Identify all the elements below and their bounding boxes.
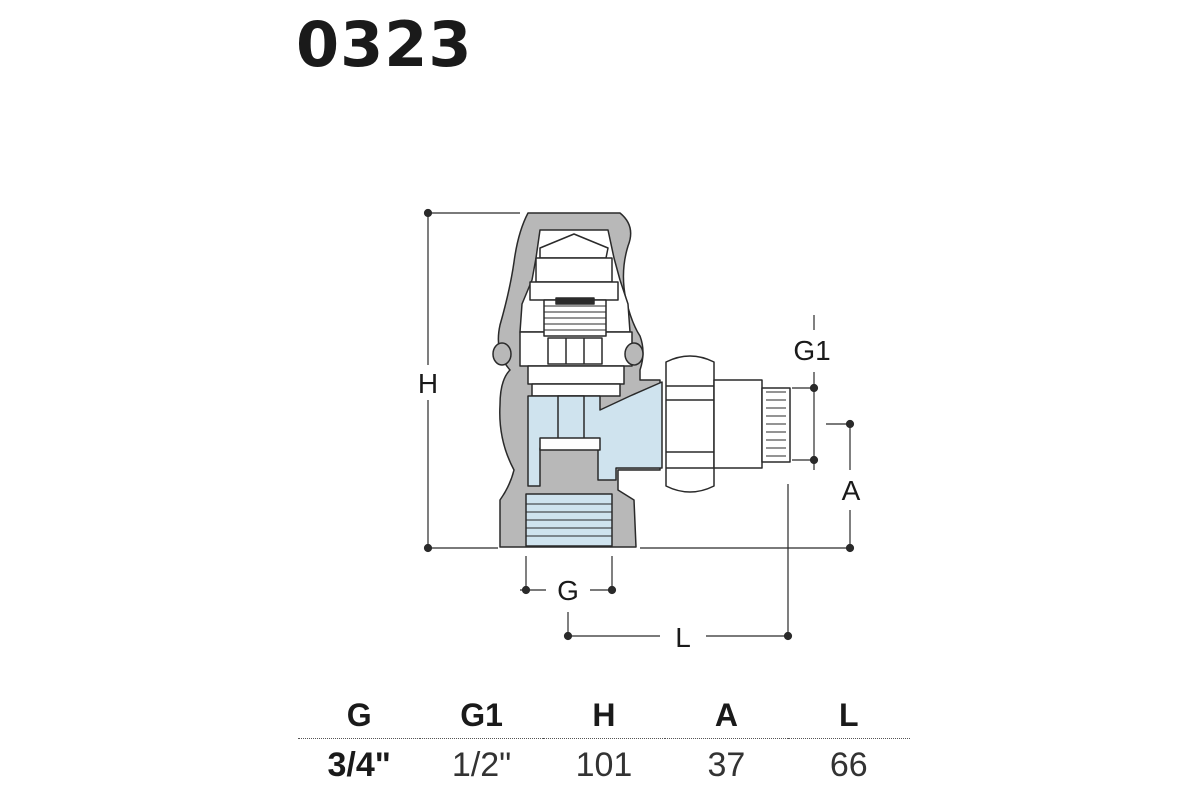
table-header-row: G G1 H A L bbox=[298, 692, 910, 739]
table-row: 3/4" 1/2" 101 37 66 bbox=[298, 739, 910, 792]
value-h: 101 bbox=[575, 745, 633, 784]
value-l: 66 bbox=[829, 745, 868, 784]
header-l: L bbox=[787, 692, 910, 739]
header-g1: G1 bbox=[420, 692, 543, 739]
dimension-lines bbox=[423, 208, 855, 641]
product-code: 0323 bbox=[296, 8, 473, 81]
label-l: L bbox=[675, 622, 691, 653]
value-g: 3/4" bbox=[327, 745, 391, 784]
valve-body bbox=[492, 212, 791, 548]
header-h: H bbox=[542, 692, 666, 739]
label-g: G bbox=[557, 575, 579, 606]
header-g: G bbox=[298, 692, 421, 739]
header-a: A bbox=[665, 692, 788, 739]
label-g1: G1 bbox=[793, 335, 830, 366]
dimension-table: G G1 H A L 3/4" 1/2" 101 37 66 bbox=[298, 692, 910, 791]
value-g1: 1/2" bbox=[451, 745, 512, 784]
label-a: A bbox=[842, 475, 861, 506]
label-h: H bbox=[418, 368, 438, 399]
value-a: 37 bbox=[707, 745, 746, 784]
